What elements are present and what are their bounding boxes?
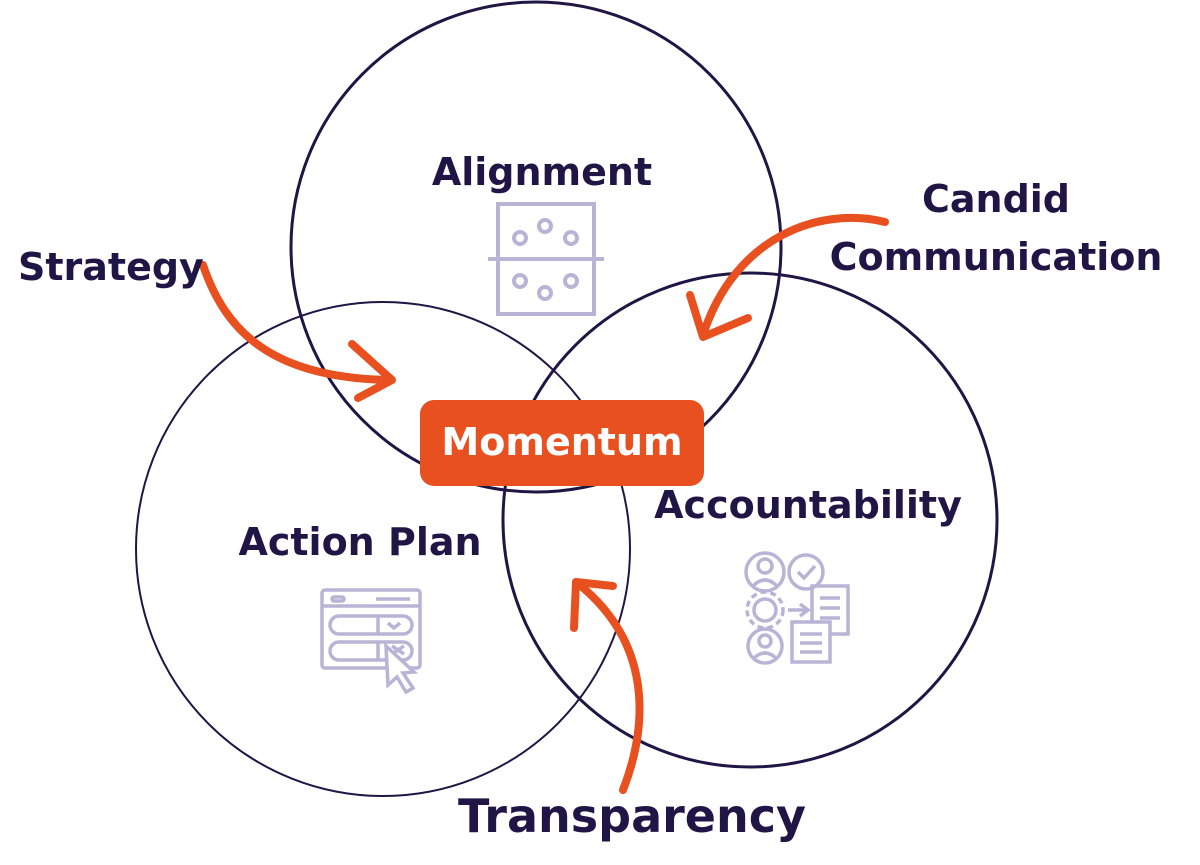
accountability-label: Accountability <box>654 483 962 527</box>
alignment-label: Alignment <box>432 150 652 194</box>
transparency-label: Transparency <box>458 789 806 843</box>
candid-communication-arrowhead <box>686 291 752 341</box>
momentum-label: Momentum <box>441 420 682 464</box>
alignment-circle <box>289 0 783 494</box>
candid-label-line1: Candid <box>922 177 1070 221</box>
candid-communication-arrow <box>699 213 889 339</box>
alignment-board-icon <box>488 202 604 316</box>
strategy-label: Strategy <box>18 245 204 289</box>
action-plan-form-icon <box>320 588 422 695</box>
strategy-arrowhead <box>348 340 396 402</box>
strategy-arrow <box>199 261 394 384</box>
transparency-arrow <box>572 578 644 794</box>
transparency-arrowhead <box>570 578 617 632</box>
accountability-workflow-icon <box>744 551 850 665</box>
action-plan-label: Action Plan <box>238 520 481 564</box>
candid-label-line2: Communication <box>830 235 1163 279</box>
action-plan-circle <box>135 301 631 797</box>
momentum-badge <box>420 400 704 486</box>
accountability-circle <box>501 271 999 769</box>
